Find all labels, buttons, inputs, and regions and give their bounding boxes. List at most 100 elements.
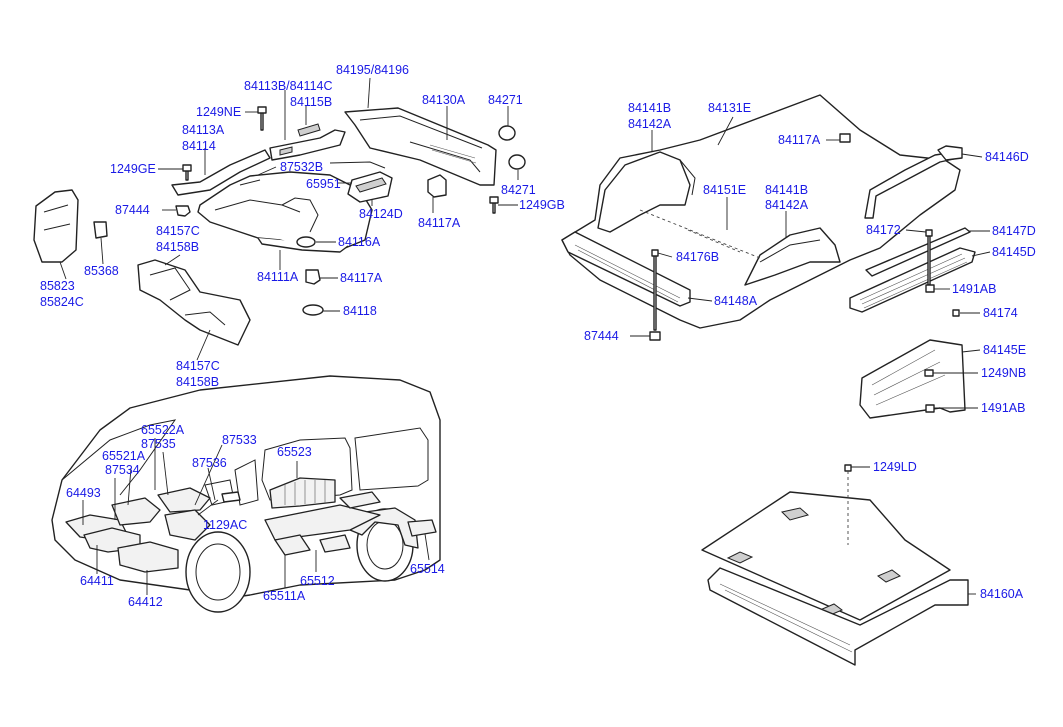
label-84142A-a: 84142A	[628, 117, 672, 131]
label-84124D: 84124D	[359, 207, 403, 221]
label-84147D: 84147D	[992, 224, 1036, 238]
clip-1491AB-a[interactable]	[925, 284, 935, 293]
grommet-84116A[interactable]	[296, 236, 316, 248]
panel-65523[interactable]	[269, 477, 336, 509]
label-84158B-a: 84158B	[156, 240, 199, 254]
mat-87536[interactable]	[164, 509, 211, 541]
bolt-1249GB[interactable]	[489, 196, 499, 214]
label-84117A-c: 84117A	[778, 133, 821, 147]
front-carpet-84111A[interactable]	[197, 171, 373, 249]
label-85823: 85823	[40, 279, 75, 293]
label-1249LD: 1249LD	[873, 460, 917, 474]
clip-87444[interactable]	[175, 205, 191, 217]
label-84114: 84114	[182, 139, 216, 153]
mat-64412[interactable]	[117, 541, 179, 573]
label-84271-lower: 84271	[501, 183, 536, 197]
floor-65512[interactable]	[264, 504, 381, 541]
label-1491AB-b: 1491AB	[981, 401, 1025, 415]
label-85368: 85368	[84, 264, 119, 278]
label-87444-a: 87444	[115, 203, 150, 217]
strip-84147D[interactable]	[865, 227, 971, 277]
label-84148A: 84148A	[714, 294, 758, 308]
label-87533: 87533	[222, 433, 257, 447]
label-84142A-b: 84142A	[765, 198, 809, 212]
clip-87444-b[interactable]	[649, 331, 661, 341]
pad-84115B[interactable]	[297, 123, 321, 137]
leaders-van	[82, 438, 430, 595]
clip-84117A-c[interactable]	[839, 133, 851, 143]
label-64411: 64411	[80, 574, 114, 588]
strip-84113A[interactable]	[171, 149, 271, 196]
label-84271-top: 84271	[488, 93, 523, 107]
clip-84117A[interactable]	[427, 174, 447, 198]
bolt-84176B[interactable]	[651, 249, 659, 331]
label-84151E: 84151E	[703, 183, 746, 197]
floor-board-84160A[interactable]	[707, 567, 969, 666]
label-84111A: 84111A	[257, 270, 299, 284]
floor-board-top[interactable]	[701, 491, 951, 621]
wheel-hump-84141B-left[interactable]	[597, 151, 691, 233]
label-84117A-a: 84117A	[418, 216, 461, 230]
label-1491AB-a: 1491AB	[952, 282, 996, 296]
van-outline	[51, 375, 441, 613]
label-84115B: 84115B	[290, 95, 332, 109]
label-65514: 65514	[410, 562, 445, 576]
label-84176B: 84176B	[676, 250, 719, 264]
label-84117A-b: 84117A	[340, 271, 383, 285]
label-84113B-84114C: 84113B/84114C	[244, 79, 333, 93]
label-65951: 65951	[306, 177, 341, 191]
label-87536: 87536	[192, 456, 227, 470]
leaders-bottom-right	[851, 466, 976, 595]
grommet-84118[interactable]	[302, 304, 324, 316]
grommet-84271-b[interactable]	[508, 154, 526, 170]
label-84118: 84118	[343, 304, 377, 318]
label-64493: 64493	[66, 486, 101, 500]
leaders-top-left	[59, 77, 519, 361]
label-87535: 87535	[141, 437, 176, 451]
part-labels: 84195/84196 84113B/84114C 84115B 84130A …	[40, 63, 1036, 609]
sill-84148A[interactable]	[561, 231, 691, 307]
bolt-1249LD[interactable]	[844, 464, 852, 472]
mat-65522A[interactable]	[157, 487, 211, 513]
leaders-top-right	[630, 116, 991, 409]
panel-84145E[interactable]	[859, 339, 966, 419]
label-1249NE: 1249NE	[196, 105, 241, 119]
clip-1491AB-b[interactable]	[925, 404, 935, 413]
label-87444-b: 87444	[584, 329, 619, 343]
clip-87535[interactable]	[221, 491, 241, 503]
label-85824C: 85824C	[40, 295, 84, 309]
heel-pad-84157C[interactable]	[137, 259, 251, 346]
bolt-1249GE[interactable]	[182, 164, 192, 181]
cargo-floor-board-assembly	[701, 464, 969, 666]
label-1249GB: 1249GB	[519, 198, 565, 212]
label-84195-84196: 84195/84196	[336, 63, 409, 77]
bracket-84113B[interactable]	[269, 129, 346, 161]
label-84141B-b: 84141B	[765, 183, 808, 197]
clip-84117A-b[interactable]	[305, 269, 321, 285]
bolt-1249NB[interactable]	[924, 369, 934, 377]
mat-65521A[interactable]	[111, 497, 161, 526]
label-64412: 64412	[128, 595, 163, 609]
label-84130A: 84130A	[422, 93, 466, 107]
bolt-1249NE[interactable]	[257, 106, 267, 131]
bolt-84174[interactable]	[952, 309, 960, 317]
side-trim-85823[interactable]	[33, 189, 79, 263]
grommet-84271-a[interactable]	[498, 125, 516, 141]
label-1249GE: 1249GE	[110, 162, 156, 176]
rear-floor-assembly	[561, 94, 976, 419]
dash-panel-84195[interactable]	[344, 107, 497, 186]
label-84116A: 84116A	[338, 235, 381, 249]
label-84145E: 84145E	[983, 343, 1026, 357]
label-87532B: 87532B	[280, 160, 323, 174]
grate-84145D[interactable]	[849, 247, 976, 313]
wheel-hump-84141B-right[interactable]	[744, 227, 841, 286]
label-84157C-a: 84157C	[156, 224, 200, 238]
label-65522A: 65522A	[141, 423, 185, 437]
label-84141B-a: 84141B	[628, 101, 671, 115]
screw-85368[interactable]	[93, 221, 108, 239]
label-84113A: 84113A	[182, 123, 225, 137]
floor-65511A[interactable]	[274, 534, 311, 556]
front-floor-assembly	[33, 106, 526, 346]
label-65511A: 65511A	[263, 589, 306, 603]
label-84174: 84174	[983, 306, 1018, 320]
